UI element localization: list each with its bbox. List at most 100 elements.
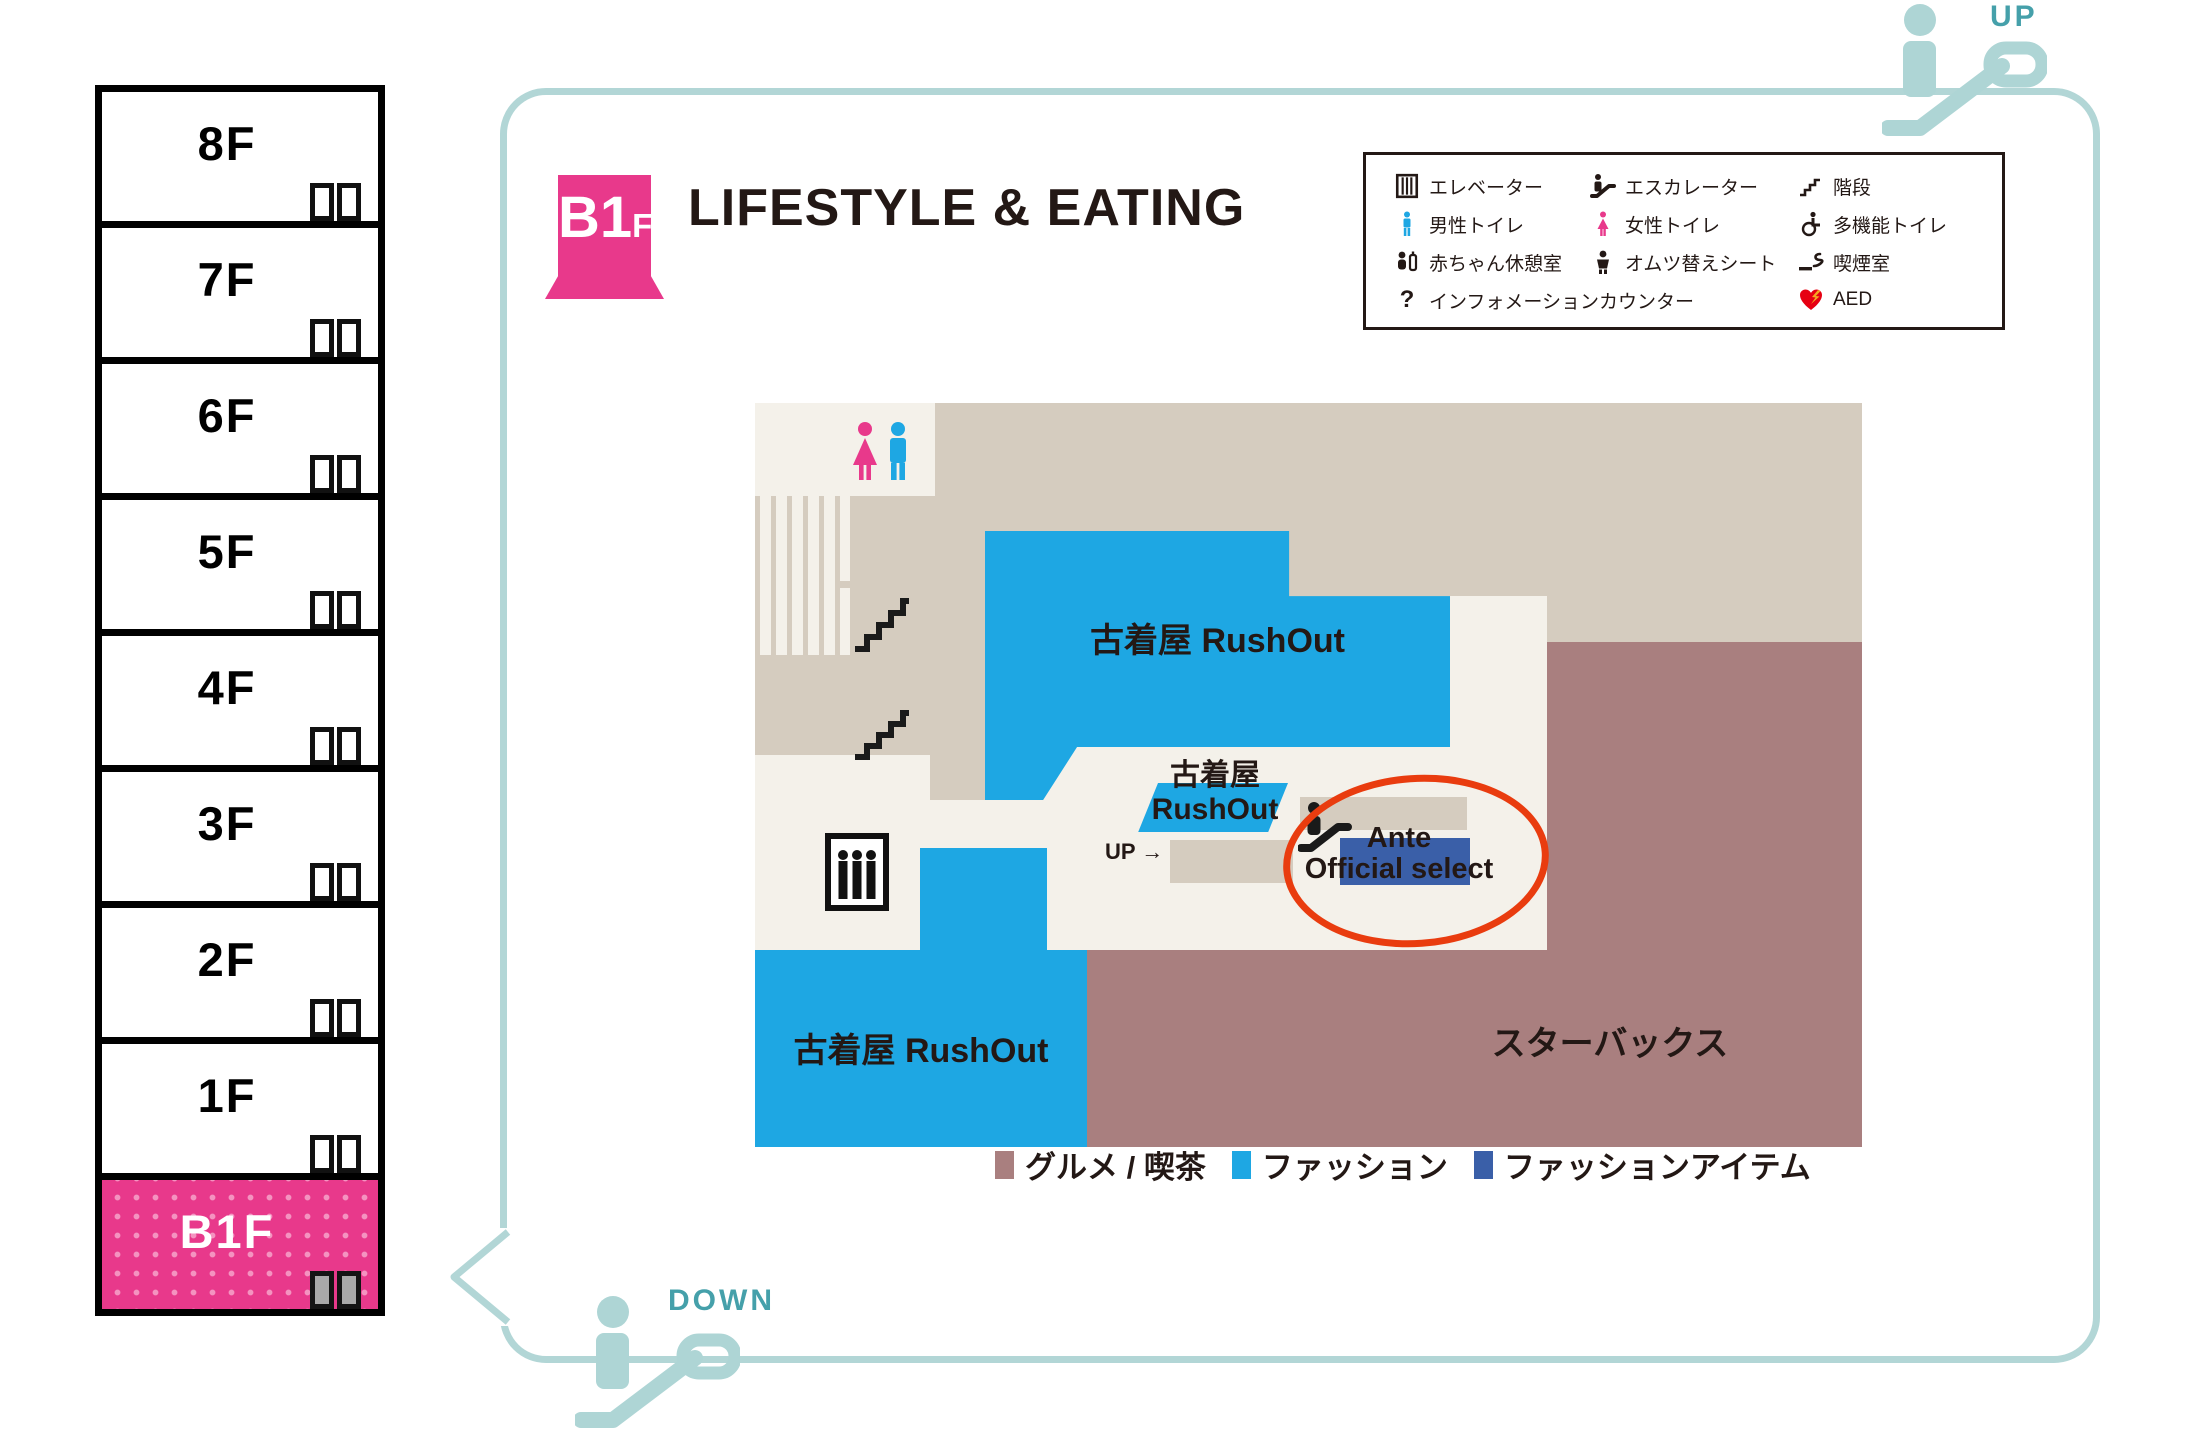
floor-label: 1F bbox=[197, 1069, 257, 1122]
elevator-icon bbox=[1394, 173, 1420, 199]
floor-label: B1F bbox=[179, 1205, 275, 1258]
legend-item-elevator: エレベーター bbox=[1394, 173, 1590, 200]
gourmet-color-swatch bbox=[995, 1150, 1014, 1179]
floor-label: 2F bbox=[197, 933, 257, 986]
floor-badge: B1F bbox=[558, 175, 653, 276]
fashion-color-swatch bbox=[1231, 1150, 1251, 1179]
facility-legend: エレベーター エスカレーター 階段 男性トイレ 女性トイレ bbox=[1363, 152, 2005, 330]
stairwell-divider bbox=[835, 693, 930, 700]
fashion-item-color-swatch bbox=[1473, 1150, 1493, 1179]
legend-item-stairs: 階段 bbox=[1798, 173, 1984, 200]
legend-label: 女性トイレ bbox=[1625, 215, 1721, 237]
category-label: グルメ / 喫茶 bbox=[1025, 1150, 1206, 1185]
legend-item-baby-room: 赤ちゃん休憩室 bbox=[1394, 249, 1590, 276]
escalator-icon bbox=[1298, 802, 1352, 852]
shop-label-line: RushOut bbox=[1151, 793, 1279, 826]
elevator-doors-icon bbox=[310, 589, 362, 629]
floor-label: 6F bbox=[197, 389, 257, 442]
floor-cell-8f[interactable]: 8F bbox=[95, 85, 385, 228]
category-fashion: ファッション bbox=[1231, 1142, 1448, 1187]
accessible-toilet-icon bbox=[1798, 211, 1824, 237]
information-counter-icon: ? bbox=[1399, 286, 1415, 313]
shop-label-starbucks[interactable]: スターバックス bbox=[1491, 1025, 1729, 1063]
legend-label: エレベーター bbox=[1429, 177, 1544, 199]
elevator-doors-icon bbox=[310, 1133, 362, 1173]
elevator-doors-icon bbox=[310, 997, 362, 1037]
floor-cell-7f[interactable]: 7F bbox=[95, 221, 385, 364]
legend-label: AED bbox=[1833, 289, 1873, 310]
legend-label: 多機能トイレ bbox=[1833, 215, 1948, 237]
floor-cell-5f[interactable]: 5F bbox=[95, 493, 385, 636]
category-fashion-item: ファッションアイテム bbox=[1473, 1142, 1811, 1187]
floor-cell-3f[interactable]: 3F bbox=[95, 765, 385, 908]
elevator-doors-icon bbox=[310, 453, 362, 493]
legend-item-accessible-toilet: 多機能トイレ bbox=[1798, 211, 1984, 238]
up-direction-label: UP → bbox=[1105, 839, 1164, 864]
category-gourmet: グルメ / 喫茶 bbox=[995, 1142, 1206, 1187]
shop-area-starbucks-upper[interactable] bbox=[1547, 642, 1862, 950]
stairwell-divider bbox=[835, 581, 930, 588]
stairs-icon bbox=[1798, 173, 1824, 199]
stairs-icon bbox=[855, 710, 909, 760]
up-badge-label: UP bbox=[1990, 0, 2038, 33]
shop-area-rushout-connector[interactable] bbox=[920, 848, 1047, 956]
category-label: ファッションアイテム bbox=[1503, 1150, 1811, 1185]
shop-area-rushout-bottom[interactable] bbox=[755, 950, 1087, 1147]
floor-badge-sub: F bbox=[632, 207, 653, 244]
legend-item-smoking-room: 喫煙室 bbox=[1798, 249, 1984, 276]
legend-label: 階段 bbox=[1833, 177, 1872, 199]
shop-label-rushout-bottom[interactable]: 古着屋 RushOut bbox=[793, 1032, 1049, 1070]
legend-item-information-counter: ? インフォメーションカウンター bbox=[1394, 286, 1798, 314]
shop-area-starbucks[interactable] bbox=[1087, 950, 1862, 1147]
floor-label: 8F bbox=[197, 117, 257, 170]
category-label: ファッション bbox=[1261, 1150, 1448, 1185]
shop-label-line: Ante bbox=[1366, 822, 1432, 854]
shop-label-line: 古着屋 bbox=[1170, 759, 1260, 792]
floor-cell-4f[interactable]: 4F bbox=[95, 629, 385, 772]
shop-label-ante-official-select[interactable]: Ante Official select bbox=[1285, 823, 1513, 885]
floor-label: 7F bbox=[197, 253, 257, 306]
floor-label: 5F bbox=[197, 525, 257, 578]
toilet-icons bbox=[853, 422, 906, 480]
floor-label: 4F bbox=[197, 661, 257, 714]
elevator-doors-icon bbox=[310, 725, 362, 765]
legend-item-diaper-sheet: オムツ替えシート bbox=[1590, 249, 1798, 276]
legend-label: オムツ替えシート bbox=[1625, 253, 1777, 275]
legend-item-men-toilet: 男性トイレ bbox=[1394, 211, 1590, 238]
escalator-ramp-lower bbox=[1170, 840, 1293, 883]
corridor-right-notch bbox=[1450, 596, 1547, 747]
shop-label-rushout-large[interactable]: 古着屋 RushOut bbox=[1090, 622, 1345, 660]
elevator-doors-icon bbox=[310, 1269, 362, 1309]
legend-item-aed: AED bbox=[1798, 287, 1984, 313]
floor-map: 古着屋 RushOut 古着屋 RushOut UP → Ante Offici… bbox=[755, 403, 1862, 1147]
elevator-doors-icon bbox=[310, 861, 362, 901]
floor-badge-main: B1 bbox=[558, 185, 633, 250]
legend-label: インフォメーションカウンター bbox=[1429, 291, 1695, 313]
escalator-ramp-upper bbox=[1300, 797, 1467, 830]
page-title: LIFESTYLE & EATING bbox=[688, 179, 1246, 237]
floor-cell-1f[interactable]: 1F bbox=[95, 1037, 385, 1180]
floor-cell-b1f-active[interactable]: B1F bbox=[95, 1173, 385, 1316]
floor-cell-6f[interactable]: 6F bbox=[95, 357, 385, 500]
floor-badge-fold bbox=[545, 276, 664, 299]
diaper-sheet-icon bbox=[1590, 249, 1616, 275]
panel-pointer bbox=[450, 1228, 514, 1326]
floor-cell-2f[interactable]: 2F bbox=[95, 901, 385, 1044]
legend-item-women-toilet: 女性トイレ bbox=[1590, 211, 1798, 238]
women-toilet-icon bbox=[1590, 211, 1616, 237]
shop-area-ante-official-select[interactable] bbox=[1340, 838, 1470, 885]
legend-item-escalator: エスカレーター bbox=[1590, 173, 1798, 200]
category-legend: グルメ / 喫茶 ファッション ファッションアイテム bbox=[995, 1142, 1811, 1187]
floor-label: 3F bbox=[197, 797, 257, 850]
aed-icon bbox=[1798, 287, 1824, 313]
shop-label-rushout-small[interactable]: 古着屋 RushOut bbox=[1125, 759, 1305, 827]
elevator-doors-icon bbox=[310, 181, 362, 221]
down-badge-label: DOWN bbox=[668, 1284, 775, 1317]
stairs-icon bbox=[855, 598, 909, 652]
legend-label: エスカレーター bbox=[1625, 177, 1759, 199]
baby-room-icon bbox=[1394, 249, 1420, 275]
floor-selector: 8F 7F 6F 5F 4F 3F 2F 1F bbox=[95, 85, 385, 1316]
men-toilet-icon bbox=[890, 422, 906, 480]
legend-label: 喫煙室 bbox=[1833, 253, 1891, 275]
